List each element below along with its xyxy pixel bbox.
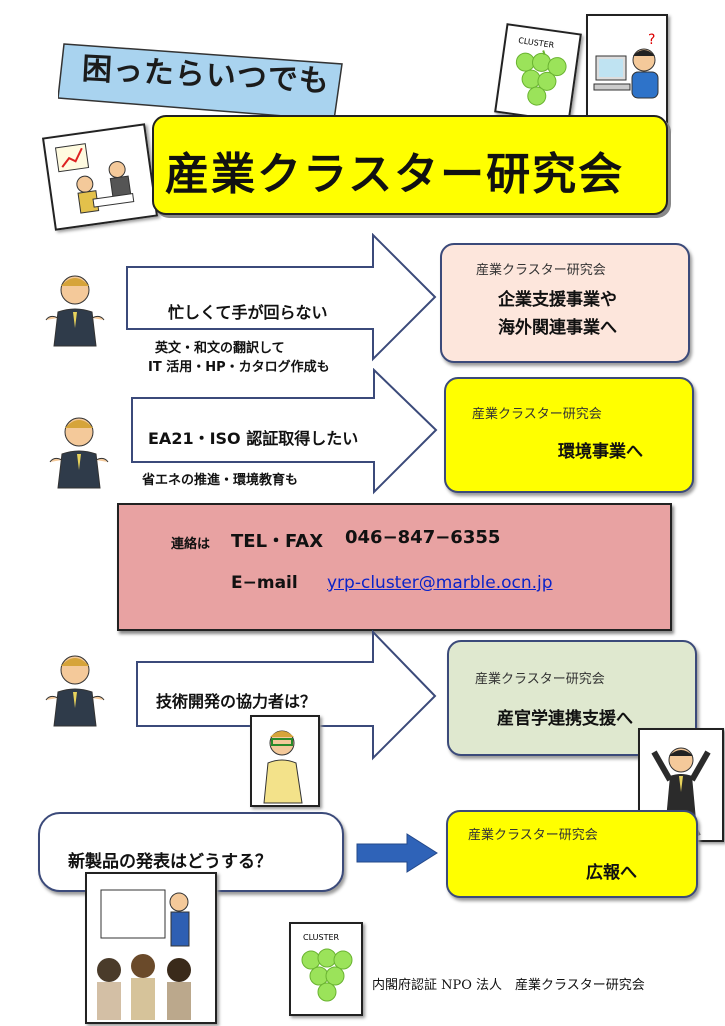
grape-logo-icon: CLUSTER: [515, 36, 567, 106]
footer-organization: 内閣府認証 NPO 法人 産業クラスター研究会: [372, 978, 645, 993]
presentation-icon: [97, 889, 191, 1020]
arrow-2: [131, 368, 438, 495]
grape-logo-bottom-icon: CLUSTER: [301, 933, 353, 1002]
logo-text-bottom: CLUSTER: [303, 933, 340, 942]
cluster-logo-bottom-card: CLUSTER: [289, 922, 363, 1016]
destination-box-4: 産業クラスター研究会 広報へ: [446, 810, 698, 898]
tel-number: 046−847−6355: [345, 527, 501, 548]
confused-worker-icon: ?: [593, 32, 659, 99]
question-3: 技術開発の協力者は？: [156, 692, 317, 711]
cluster-logo-card: CLUSTER: [494, 23, 582, 123]
contact-box: 連絡は TEL・FAX 046−847−6355 E−mail yrp-clus…: [117, 503, 672, 631]
box-1-line-2: 海外関連事業へ: [498, 318, 617, 338]
svg-text:?: ?: [648, 32, 655, 48]
researcher-illustration-card: [250, 715, 320, 807]
title-banner: [152, 115, 668, 215]
box-2-org: 産業クラスター研究会: [472, 407, 602, 422]
email-link[interactable]: yrp-cluster@marble.ocn.jp: [327, 573, 553, 593]
question-4: 新製品の発表はどうする？: [68, 852, 272, 872]
businessman-worried-icon: [44, 410, 114, 490]
destination-box-2: 産業クラスター研究会 環境事業へ: [444, 377, 694, 493]
box-3-org: 産業クラスター研究会: [475, 672, 605, 687]
arrow-3: [136, 630, 437, 761]
destination-box-1: 産業クラスター研究会 企業支援事業や 海外関連事業へ: [440, 243, 690, 363]
box-4-line-1: 広報へ: [586, 863, 637, 883]
box-1-line-1: 企業支援事業や: [498, 290, 617, 310]
meeting-illustration-card: [41, 123, 159, 231]
tel-label: TEL・FAX: [231, 531, 324, 552]
page-title: 産業クラスター研究会: [165, 149, 625, 200]
box-2-line-1: 環境事業へ: [558, 442, 643, 462]
presentation-illustration-card: [85, 872, 217, 1024]
meeting-people-icon: [54, 143, 135, 214]
sub-1b: IT 活用・HP・カタログ作成も: [148, 360, 330, 375]
sub-1a: 英文・和文の翻訳して: [155, 341, 285, 356]
question-1: 忙しくて手が回らない: [168, 303, 328, 322]
logo-text: CLUSTER: [518, 36, 555, 50]
question-2: EA21・ISO 認証取得したい: [148, 429, 359, 448]
researcher-icon: [263, 730, 303, 804]
businessman-icon: [40, 268, 110, 348]
arrow-1: [126, 233, 437, 362]
blue-arrow-icon: [356, 833, 438, 873]
box-4-org: 産業クラスター研究会: [468, 828, 598, 843]
box-1-org: 産業クラスター研究会: [476, 263, 606, 278]
contact-label: 連絡は: [171, 537, 211, 552]
box-3-line-1: 産官学連携支援へ: [497, 709, 633, 729]
sub-2a: 省エネの推進・環境教育も: [142, 473, 299, 488]
businessman-thinking-icon: [40, 648, 110, 728]
worker-illustration-card: ?: [586, 14, 668, 130]
email-label: E−mail: [231, 573, 298, 593]
